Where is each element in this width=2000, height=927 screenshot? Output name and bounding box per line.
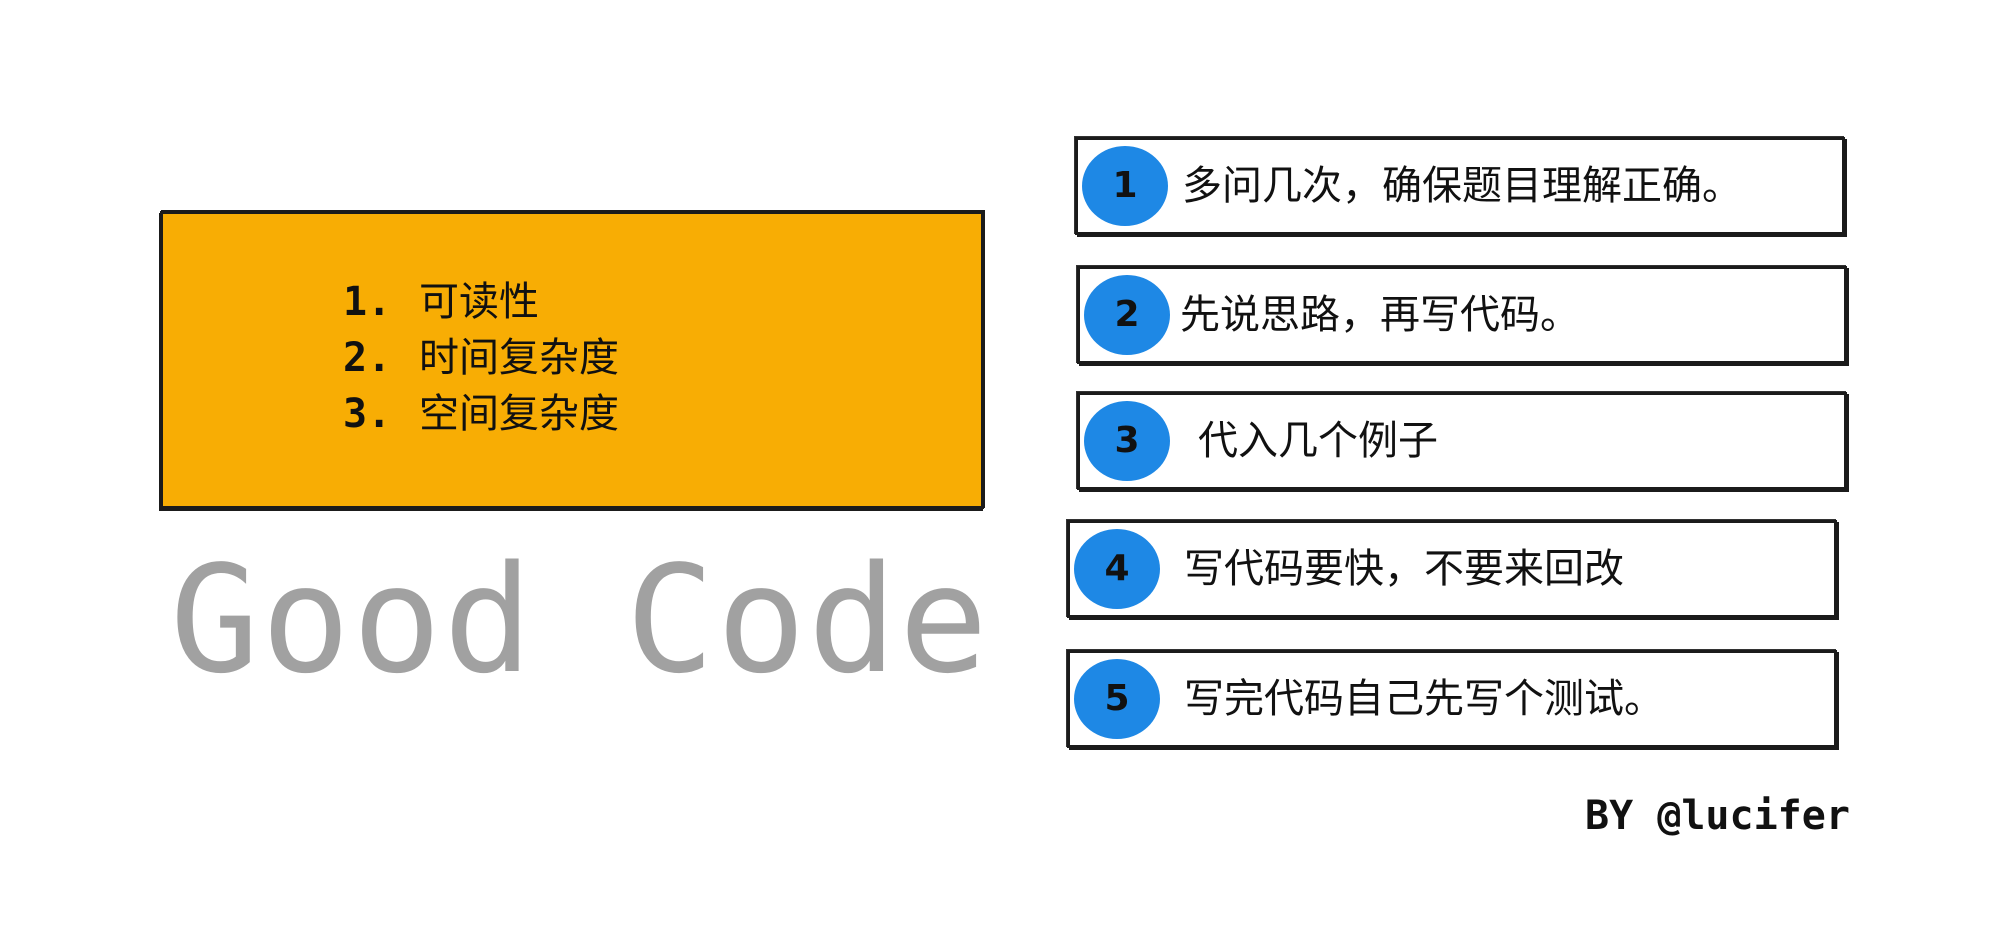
criteria-item-space-complexity: 3. 空间复杂度 — [343, 386, 619, 442]
step-number-badge: 4 — [1074, 529, 1160, 609]
step-number-badge: 2 — [1084, 275, 1170, 355]
criteria-label: 时间复杂度 — [419, 335, 619, 381]
criteria-item-readability: 1. 可读性 — [343, 274, 619, 330]
step-label: 写完代码自己先写个测试。 — [1184, 676, 1664, 722]
criteria-box: 1. 可读性 2. 时间复杂度 3. 空间复杂度 — [160, 211, 984, 509]
step-label: 代入几个例子 — [1198, 418, 1438, 464]
step-2: 2 先说思路，再写代码。 — [1077, 266, 1847, 364]
step-4: 4 写代码要快，不要来回改 — [1067, 520, 1837, 618]
step-label: 先说思路，再写代码。 — [1180, 292, 1580, 338]
criteria-item-time-complexity: 2. 时间复杂度 — [343, 330, 619, 386]
step-3: 3 代入几个例子 — [1077, 392, 1847, 490]
good-code-title: Good Code — [170, 534, 990, 706]
step-5: 5 写完代码自己先写个测试。 — [1067, 650, 1837, 748]
criteria-list: 1. 可读性 2. 时间复杂度 3. 空间复杂度 — [343, 274, 619, 442]
criteria-number: 2. — [343, 335, 392, 381]
step-number-badge: 5 — [1074, 659, 1160, 739]
author-credit: BY @lucifer — [1585, 793, 1850, 839]
step-number-badge: 1 — [1082, 146, 1168, 226]
step-label: 多问几次，确保题目理解正确。 — [1182, 163, 1742, 209]
step-number-badge: 3 — [1084, 401, 1170, 481]
step-label: 写代码要快，不要来回改 — [1184, 546, 1624, 592]
step-1: 1 多问几次，确保题目理解正确。 — [1075, 137, 1845, 235]
criteria-number: 1. — [343, 279, 392, 325]
criteria-label: 空间复杂度 — [419, 391, 619, 437]
criteria-number: 3. — [343, 391, 392, 437]
criteria-label: 可读性 — [419, 279, 539, 325]
